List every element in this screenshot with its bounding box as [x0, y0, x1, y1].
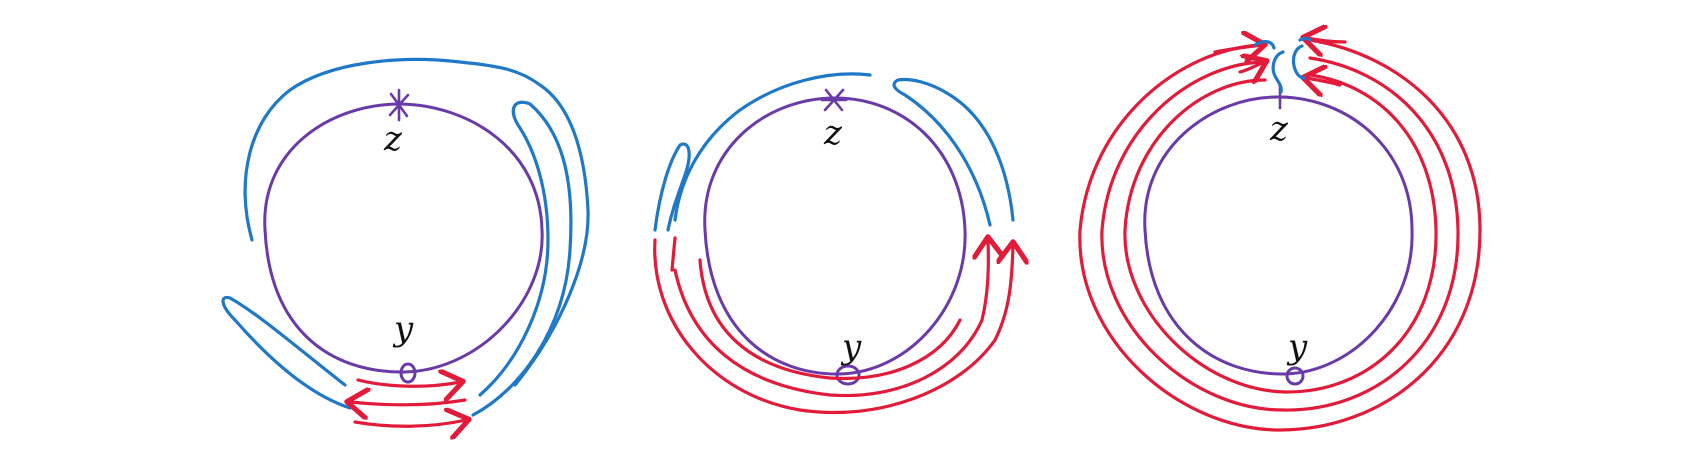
point-y-marker: [1285, 366, 1305, 386]
red-arrow: [653, 238, 1013, 415]
purple-loop: [263, 102, 544, 374]
red-arrow: [353, 420, 466, 426]
purple-loop: [703, 96, 967, 376]
blue-path: [653, 142, 691, 232]
red-loop: [1123, 73, 1438, 394]
red-arrow: [673, 240, 988, 398]
blue-path: [1298, 36, 1312, 42]
red-arrow: [1213, 45, 1262, 52]
red-arrow: [698, 258, 962, 381]
basepoint-z-marker: [820, 88, 848, 112]
blue-path: [1291, 44, 1306, 80]
label-z: z: [823, 113, 843, 153]
red-loop: [1100, 56, 1460, 412]
panel-1: z y: [221, 57, 590, 426]
red-arrow: [1238, 62, 1264, 72]
red-arrow: [356, 380, 460, 386]
panel-2: z y: [653, 72, 1015, 415]
blue-path: [243, 57, 590, 387]
label-z: z: [383, 119, 403, 159]
blue-path: [673, 72, 872, 222]
red-loop: [1078, 38, 1482, 432]
red-arrow: [1306, 78, 1342, 85]
blue-path: [1271, 50, 1285, 94]
label-y: y: [392, 309, 414, 349]
blue-path: [1253, 40, 1276, 50]
blue-path: [892, 77, 1015, 227]
purple-loop: [1143, 95, 1414, 376]
blue-path: [471, 100, 573, 417]
point-y-marker: [835, 364, 861, 386]
blue-path: [221, 295, 352, 410]
red-arrow: [670, 236, 677, 272]
label-z: z: [1269, 109, 1289, 149]
basepoint-z-marker: [388, 88, 410, 122]
point-y-marker: [399, 362, 417, 384]
red-arrow: [350, 400, 467, 405]
panel-3: z y: [1078, 36, 1482, 432]
label-y: y: [840, 327, 862, 367]
label-y: y: [1286, 327, 1308, 367]
